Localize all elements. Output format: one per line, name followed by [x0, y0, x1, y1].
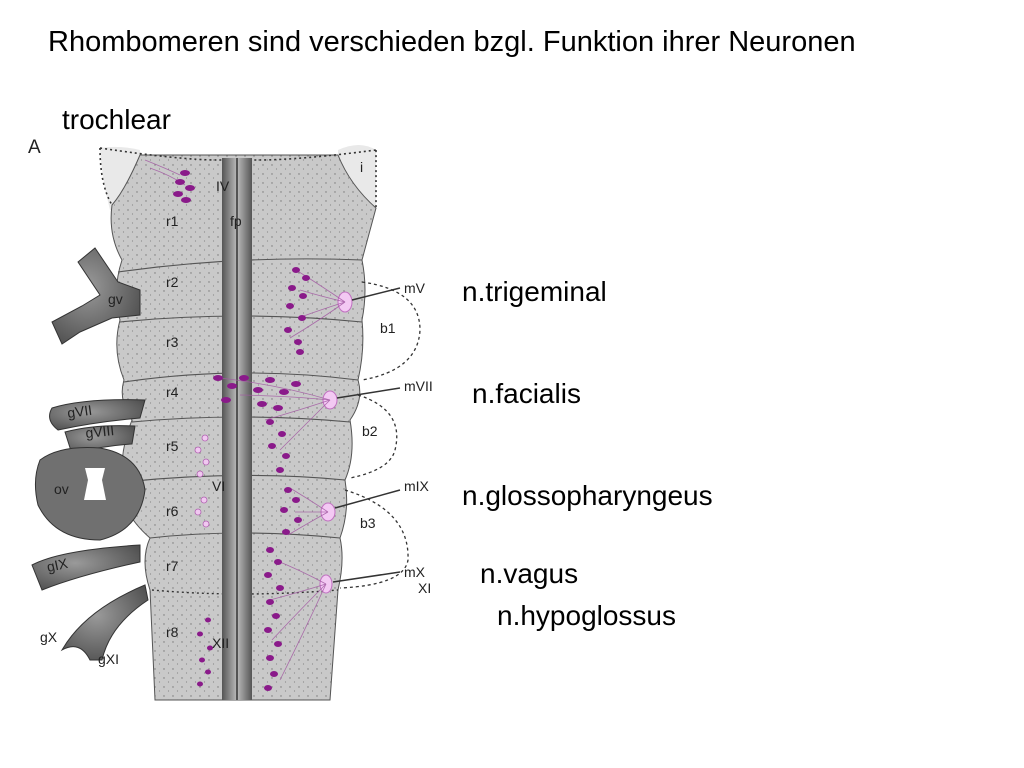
svg-text:r8: r8	[166, 624, 179, 640]
svg-text:gVIII: gVIII	[85, 422, 115, 441]
svg-text:b2: b2	[362, 423, 378, 439]
svg-text:r2: r2	[166, 274, 179, 290]
svg-text:mV: mV	[404, 280, 426, 296]
svg-text:mX: mX	[404, 564, 426, 580]
svg-text:b3: b3	[360, 515, 376, 531]
svg-text:fp: fp	[230, 213, 242, 229]
label-hypoglossus: n.hypoglossus	[497, 600, 677, 631]
svg-text:gv: gv	[108, 291, 123, 307]
svg-text:mVII: mVII	[404, 378, 433, 394]
ganglion-gvii	[49, 399, 146, 431]
neuron-cells	[173, 170, 310, 691]
svg-text:gX: gX	[40, 629, 58, 645]
svg-text:XI: XI	[418, 580, 431, 596]
panel-letter: A	[28, 137, 41, 158]
svg-text:gXI: gXI	[98, 651, 119, 667]
svg-text:VI: VI	[212, 478, 225, 494]
abducens-cells	[194, 434, 210, 528]
svg-text:gIX: gIX	[45, 555, 70, 575]
svg-text:r1: r1	[166, 213, 179, 229]
ganglion-gv	[51, 247, 141, 345]
svg-text:r4: r4	[166, 384, 179, 400]
svg-text:r6: r6	[166, 503, 179, 519]
nerve-lines	[332, 287, 401, 583]
svg-text:IV: IV	[216, 178, 230, 194]
axon-bundles	[144, 159, 346, 681]
svg-text:r7: r7	[166, 558, 179, 574]
svg-text:r5: r5	[166, 438, 179, 454]
label-glossopharyngeus: n.glossopharyngeus	[462, 480, 713, 511]
isthmus-boundary-left	[99, 147, 113, 206]
ganglion-gix	[31, 544, 141, 591]
label-trochlear: trochlear	[62, 104, 171, 135]
top-boundary	[99, 147, 377, 161]
svg-text:i: i	[360, 159, 363, 175]
svg-text:ov: ov	[54, 481, 69, 497]
slide-title: Rhombomeren sind verschieden bzgl. Funkt…	[48, 26, 856, 58]
label-trigeminal: n.trigeminal	[462, 276, 607, 307]
svg-text:XII: XII	[212, 635, 229, 651]
svg-text:mIX: mIX	[404, 478, 430, 494]
svg-text:r3: r3	[166, 334, 179, 350]
ganglia	[31, 247, 149, 661]
diagram-labels: i IV fp r1 r2 r3 r4 r5 r6 r7 r8 VI XII m…	[40, 159, 433, 667]
label-facialis: n.facialis	[472, 378, 581, 409]
svg-text:gVII: gVII	[66, 402, 93, 421]
ganglion-gx-gxi	[60, 584, 149, 661]
label-vagus: n.vagus	[480, 558, 579, 589]
svg-text:b1: b1	[380, 320, 396, 336]
